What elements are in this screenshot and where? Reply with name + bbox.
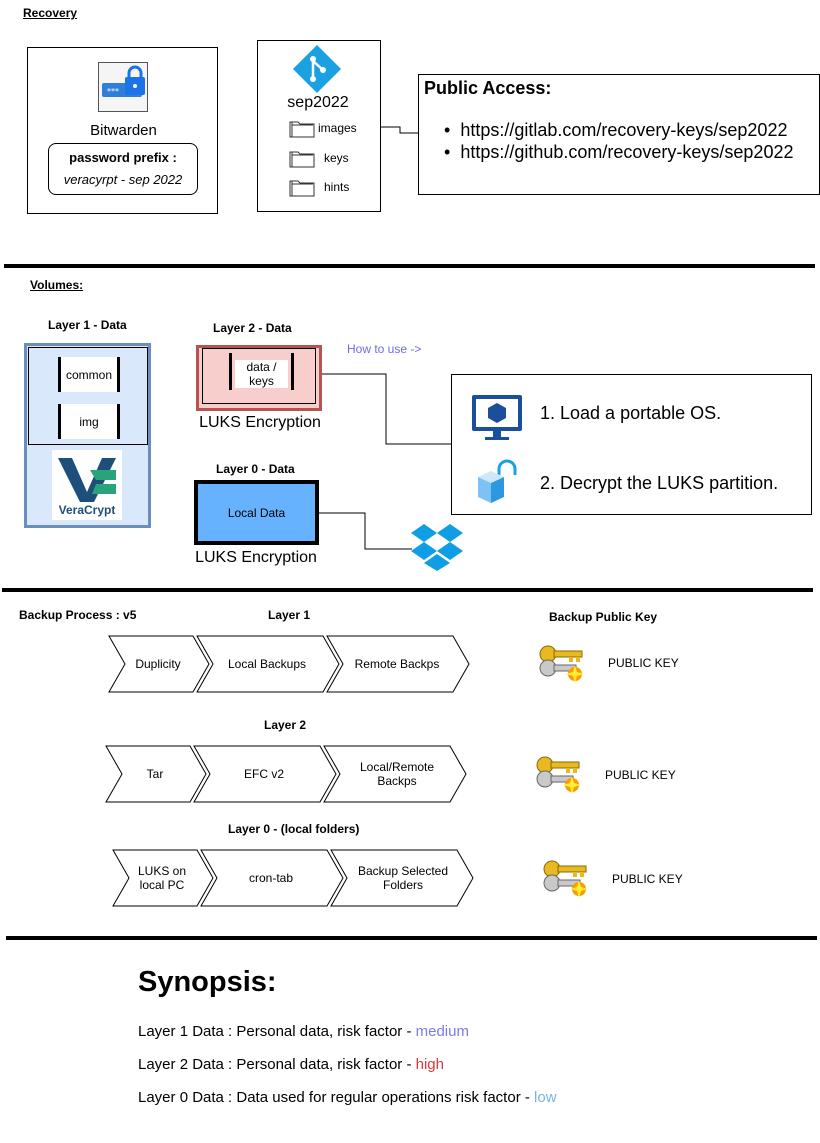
- layer2-title: Layer 2 - Data: [213, 321, 292, 335]
- synopsis-text: Layer 0 Data : Data used for regular ope…: [138, 1089, 535, 1106]
- section-divider: [6, 936, 817, 940]
- backup-step-label: cron-tab: [248, 871, 294, 885]
- backup-heading: Backup Process : v5: [19, 608, 137, 622]
- dropbox-icon: [411, 523, 463, 571]
- folder-label-images: images: [318, 121, 357, 135]
- layer1-title: Layer 1 - Data: [48, 318, 127, 332]
- volume-item-label: data / keys: [235, 360, 288, 388]
- synopsis-line: Layer 0 Data : Data used for regular ope…: [138, 1089, 557, 1106]
- volume-item-label: common: [65, 367, 112, 382]
- backup-step-label: Local Backups: [227, 657, 307, 671]
- public-key-label: PUBLIC KEY: [608, 656, 679, 670]
- bitwarden-label: Bitwarden: [90, 121, 157, 139]
- chevron-step: [196, 635, 340, 693]
- public-access-title: Public Access:: [424, 78, 552, 98]
- volume-item-label: img: [79, 414, 99, 429]
- backup-step-label: LUKS on local PC: [137, 864, 187, 892]
- password-prefix-value: veracyrpt - sep 2022: [63, 172, 183, 187]
- chevron-step: [112, 849, 214, 907]
- veracrypt-volume: common img VeraCrypt: [24, 343, 151, 528]
- backup-step-label: EFC v2: [243, 767, 284, 781]
- risk-level: medium: [415, 1023, 469, 1040]
- public-key-heading: Backup Public Key: [549, 610, 658, 624]
- risk-level: low: [534, 1089, 557, 1106]
- step-decrypt-luks: 2. Decrypt the LUKS partition.: [540, 473, 779, 493]
- folder-icon: [289, 148, 315, 168]
- chevron-step: [200, 849, 344, 907]
- folder-label-keys: keys: [324, 151, 349, 165]
- local-data-label: Local Data: [227, 505, 286, 520]
- backup-row-title: Layer 0 - (local folders): [228, 822, 360, 836]
- folder-icon: [289, 177, 315, 197]
- backup-step-label: Local/Remote Backps: [359, 760, 435, 788]
- password-prefix-title: password prefix :: [69, 150, 177, 165]
- layer0-title: Layer 0 - Data: [216, 462, 295, 476]
- layer2-encryption-label: LUKS Encryption: [199, 414, 321, 431]
- public-link-gitlab[interactable]: • https://gitlab.com/recovery-keys/sep20…: [444, 120, 788, 140]
- backup-step-label: Backup Selected Folders: [357, 864, 449, 892]
- risk-level: high: [415, 1056, 444, 1073]
- veracrypt-logo-text: VeraCrypt: [58, 503, 116, 517]
- public-link-github[interactable]: • https://github.com/recovery-keys/sep20…: [444, 142, 794, 162]
- keys-icon: [539, 640, 587, 684]
- public-key-label: PUBLIC KEY: [605, 768, 676, 782]
- synopsis-line: Layer 2 Data : Personal data, risk facto…: [138, 1056, 444, 1073]
- how-to-use-panel: 1. Load a portable OS. 2. Decrypt the LU…: [451, 374, 812, 515]
- veracrypt-logo: VeraCrypt: [52, 450, 122, 520]
- luks-volume-layer0: Local Data: [194, 480, 319, 545]
- chevron-step: [108, 635, 210, 693]
- volume-item-data-keys: data / keys: [229, 353, 294, 390]
- keys-icon: [536, 751, 584, 795]
- chevron-step: [193, 745, 337, 803]
- synopsis-text: Layer 2 Data : Personal data, risk facto…: [138, 1056, 416, 1073]
- section-divider: [2, 588, 813, 592]
- password-prefix-box: password prefix : veracyrpt - sep 2022: [48, 143, 198, 195]
- backup-step-label: Tar: [146, 767, 164, 781]
- repo-panel: sep2022 images keys hints: [257, 40, 381, 212]
- layer0-encryption-label: LUKS Encryption: [195, 549, 317, 566]
- synopsis-line: Layer 1 Data : Personal data, risk facto…: [138, 1023, 469, 1040]
- backup-row-title: Layer 2: [264, 718, 307, 732]
- repo-name: sep2022: [287, 94, 349, 111]
- gitlab-url[interactable]: https://gitlab.com/recovery-keys/sep2022: [460, 120, 788, 140]
- luks-inner-frame: [202, 348, 316, 404]
- recovery-heading: Recovery: [23, 6, 78, 20]
- backup-step-label: Remote Backps: [354, 657, 440, 671]
- svg-text:***: ***: [107, 87, 119, 96]
- synopsis-text: Layer 1 Data : Personal data, risk facto…: [138, 1023, 416, 1040]
- backup-row-title: Layer 1: [268, 608, 311, 622]
- monitor-icon: [471, 394, 523, 442]
- how-to-use-link[interactable]: How to use ->: [347, 342, 422, 356]
- volumes-heading: Volumes:: [30, 278, 84, 292]
- backup-step-label: Duplicity: [135, 657, 181, 671]
- git-icon: [291, 43, 343, 95]
- public-key-label: PUBLIC KEY: [612, 872, 683, 886]
- folder-label-hints: hints: [324, 180, 350, 194]
- public-access-panel: Public Access: • https://gitlab.com/reco…: [418, 74, 820, 195]
- unlocked-cube-icon: [475, 459, 519, 507]
- keys-icon: [543, 855, 591, 899]
- volume-item-common: common: [58, 357, 120, 392]
- chevron-step: [105, 745, 207, 803]
- github-url[interactable]: https://github.com/recovery-keys/sep2022: [460, 142, 794, 162]
- section-divider: [4, 264, 815, 268]
- step-load-os: 1. Load a portable OS.: [540, 403, 722, 423]
- volume-item-img: img: [58, 404, 120, 439]
- folder-icon: [289, 118, 315, 138]
- lock-password-icon: ***: [98, 62, 148, 112]
- veracrypt-inner: common img: [28, 347, 148, 445]
- chevron-step: [326, 635, 470, 693]
- synopsis-title: Synopsis:: [138, 966, 277, 998]
- chevron-step: [330, 849, 474, 907]
- chevron-step: [323, 745, 467, 803]
- luks-volume-layer2: data / keys: [196, 345, 322, 411]
- bitwarden-panel: *** Bitwarden password prefix : veracyrp…: [27, 47, 218, 214]
